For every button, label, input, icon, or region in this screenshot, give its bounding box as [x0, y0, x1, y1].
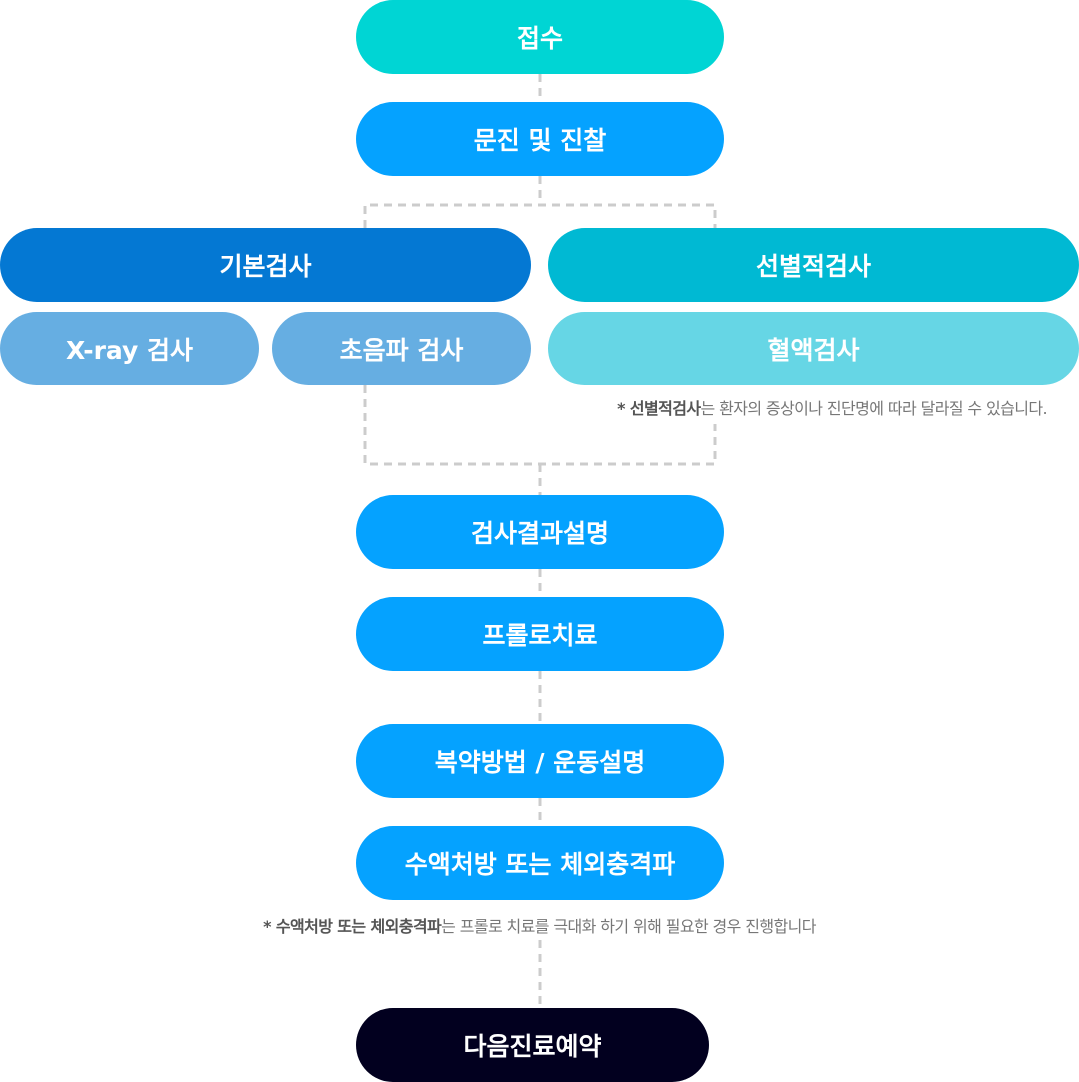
basic-tests-header: 기본검사	[0, 228, 531, 302]
selective-tests-header: 선별적검사	[548, 228, 1079, 302]
step-consultation: 문진 및 진찰	[356, 102, 724, 176]
step-reception: 접수	[356, 0, 724, 74]
iv-shockwave-note: * 수액처방 또는 체외충격파는 프롤로 치료를 극대화 하기 위해 필요한 경…	[0, 913, 1079, 937]
step-medication-exercise-label: 복약방법 / 운동설명	[434, 748, 646, 777]
connector-split-branches	[363, 203, 717, 228]
step-reception-label: 접수	[516, 24, 563, 53]
step-prolotherapy: 프롤로치료	[356, 597, 724, 671]
step-medication-exercise: 복약방법 / 운동설명	[356, 724, 724, 798]
step-result-explanation-label: 검사결과설명	[470, 519, 609, 548]
test-ultrasound-label: 초음파 검사	[339, 335, 464, 365]
selective-tests-note: * 선별적검사는 환자의 증상이나 진단명에 따라 달라질 수 있습니다.	[617, 395, 1047, 419]
step-iv-or-shockwave: 수액처방 또는 체외충격파	[356, 826, 724, 900]
test-xray-label: X-ray 검사	[65, 335, 194, 365]
step-prolotherapy-label: 프롤로치료	[482, 621, 598, 650]
test-blood-label: 혈액검사	[767, 335, 860, 365]
step-consultation-label: 문진 및 진찰	[473, 126, 607, 155]
step-next-appointment-label: 다음진료예약	[463, 1032, 602, 1061]
selective-note-bold: * 선별적검사	[617, 399, 701, 418]
iv-note-bold: * 수액처방 또는 체외충격파	[263, 917, 442, 936]
selective-note-rest: 는 환자의 증상이나 진단명에 따라 달라질 수 있습니다.	[700, 399, 1047, 418]
test-xray: X-ray 검사	[0, 312, 259, 385]
step-next-appointment: 다음진료예약	[356, 1008, 709, 1082]
test-ultrasound: 초음파 검사	[272, 312, 531, 385]
iv-note-rest: 는 프롤로 치료를 극대화 하기 위해 필요한 경우 진행합니다	[441, 917, 816, 936]
selective-tests-title: 선별적검사	[755, 252, 871, 281]
basic-tests-title: 기본검사	[219, 252, 312, 281]
step-iv-or-shockwave-label: 수액처방 또는 체외충격파	[404, 850, 676, 879]
step-result-explanation: 검사결과설명	[356, 495, 724, 569]
test-blood: 혈액검사	[548, 312, 1079, 385]
